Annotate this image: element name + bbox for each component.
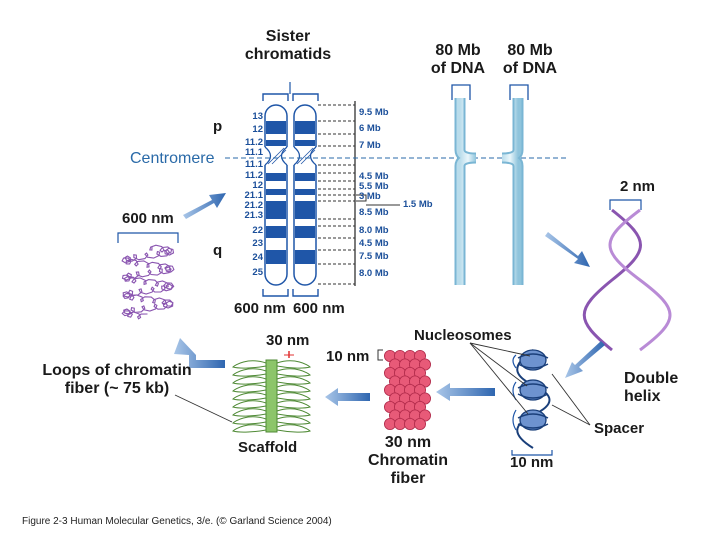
chromatin-loop bbox=[232, 424, 267, 433]
scaffold-with-loops bbox=[232, 359, 311, 433]
chromatin-loop bbox=[232, 408, 267, 417]
band-label: 22 bbox=[252, 225, 263, 236]
band-label: 24 bbox=[252, 252, 263, 263]
chromatin-loop bbox=[276, 416, 311, 425]
mb-label: 4.5 Mb bbox=[359, 171, 389, 182]
nucleosome-ball bbox=[413, 417, 426, 430]
band-label: 25 bbox=[252, 267, 263, 278]
chromatin-loop bbox=[232, 368, 267, 377]
mb-label: 9.5 Mb bbox=[359, 107, 389, 118]
chromatin-loop bbox=[276, 408, 311, 417]
band-label: 11.2 bbox=[245, 137, 263, 148]
mb-label: 6 Mb bbox=[359, 123, 381, 134]
band-label: 21.3 bbox=[244, 210, 264, 221]
ten-nm-bottom-label: 10 nm bbox=[510, 454, 554, 471]
scaffold-30nm-label: 30 nm bbox=[266, 332, 310, 349]
nucleosome-leader-lines bbox=[469, 342, 591, 426]
band-label: 12 bbox=[252, 124, 263, 135]
mb-label: 8.0 Mb bbox=[359, 225, 389, 236]
six-hundred-nm-top-label: 600 nm bbox=[122, 210, 174, 227]
dna-fibers bbox=[451, 84, 529, 285]
band-label: 12 bbox=[252, 180, 263, 191]
two-nm-label: 2 nm bbox=[620, 178, 656, 195]
chromatin-loop bbox=[232, 392, 267, 401]
chromatin-loop bbox=[232, 400, 267, 409]
process-arrows bbox=[174, 193, 605, 406]
chromatin-loop bbox=[276, 400, 311, 409]
chromatin-loop bbox=[276, 384, 311, 393]
band-label: 21.2 bbox=[244, 200, 264, 211]
megabase-ruler bbox=[318, 104, 355, 285]
sister-chromatids bbox=[262, 82, 319, 297]
nucleosome-ball bbox=[403, 417, 416, 430]
spacer-label: Spacer bbox=[594, 420, 645, 437]
chromatin-fiber-30nm bbox=[383, 349, 431, 430]
chromatin-loop bbox=[276, 392, 311, 401]
loops-leader-line bbox=[174, 394, 233, 423]
chromatin-loop bbox=[276, 360, 311, 369]
band-label: 11.1 bbox=[245, 147, 263, 158]
figure-caption: Figure 2-3 Human Molecular Genetics, 3/e… bbox=[22, 516, 332, 527]
scaffold-label: Scaffold bbox=[238, 439, 298, 456]
chromatin-loop bbox=[232, 384, 267, 393]
centromere-label: Centromere bbox=[130, 150, 215, 167]
loops-helix-600nm bbox=[121, 244, 175, 320]
chromatin-loop bbox=[232, 416, 267, 425]
p-arm-label: p bbox=[213, 118, 223, 135]
mb-label: 8.5 Mb bbox=[359, 207, 389, 218]
band-label: 11.2 bbox=[245, 170, 263, 181]
q-arm-label: q bbox=[213, 242, 223, 259]
nucleosomes-label: Nucleosomes bbox=[414, 327, 512, 344]
ten-nm-mid-label: 10 nm bbox=[326, 348, 370, 365]
mb-label: 4.5 Mb bbox=[359, 238, 389, 249]
nucleosome-string bbox=[511, 349, 553, 456]
one-point-five-mb-label: 1.5 Mb bbox=[403, 199, 433, 210]
band-label: 13 bbox=[252, 111, 263, 122]
chromatin-loop bbox=[276, 376, 311, 385]
band-label: 21.1 bbox=[244, 190, 264, 201]
chromosome-bands bbox=[266, 121, 315, 264]
double-helix bbox=[582, 199, 672, 352]
nucleosome-ball bbox=[393, 417, 406, 430]
mb-label: 7 Mb bbox=[359, 140, 381, 151]
band-label: 23 bbox=[252, 238, 263, 249]
chromatin-loop bbox=[276, 368, 311, 377]
six-hundred-nm-left-label: 600 nm bbox=[234, 300, 286, 317]
six-hundred-nm-right-label: 600 nm bbox=[293, 300, 345, 317]
chromatin-loop bbox=[232, 376, 267, 385]
mb-label: 8.0 Mb bbox=[359, 268, 389, 279]
band-label: 11.1 bbox=[245, 159, 263, 170]
mb-label: 3 Mb bbox=[359, 191, 381, 202]
chromatin-loop bbox=[232, 360, 267, 369]
mb-label: 5.5 Mb bbox=[359, 181, 389, 192]
loop-coil bbox=[121, 244, 175, 320]
scaffold-core bbox=[265, 359, 278, 433]
nucleosome-ball bbox=[383, 417, 396, 430]
mb-label: 7.5 Mb bbox=[359, 251, 389, 262]
chromatin-loop bbox=[276, 424, 311, 433]
